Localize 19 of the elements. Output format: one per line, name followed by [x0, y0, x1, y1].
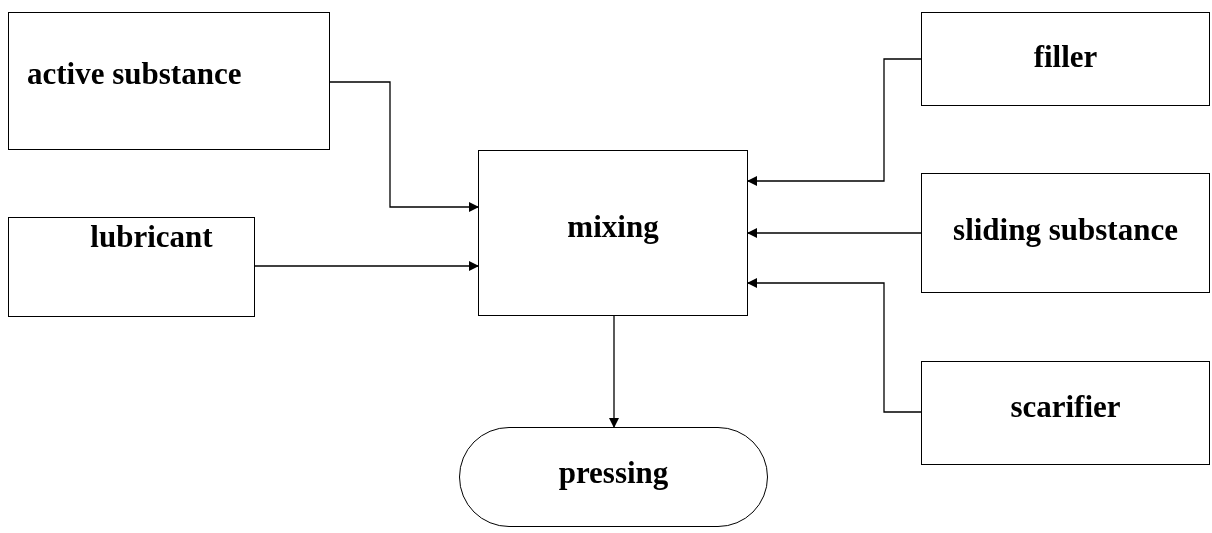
- node-label: scarifier: [1010, 387, 1121, 426]
- process-box: [8, 12, 330, 150]
- arrow: [609, 315, 619, 428]
- arrow: [747, 58, 922, 186]
- process-box: [921, 361, 1210, 465]
- node-label: mixing: [567, 207, 659, 246]
- process-box: [478, 150, 748, 316]
- node-label: lubricant: [90, 218, 213, 256]
- arrow: [329, 81, 479, 212]
- node-label: pressing: [558, 453, 669, 492]
- node-label: sliding substance: [953, 210, 1178, 249]
- process-box: [921, 12, 1210, 106]
- node-label: active substance: [27, 55, 242, 93]
- process-box: [921, 173, 1210, 293]
- process-box: [8, 217, 255, 317]
- arrow: [254, 261, 479, 271]
- arrow: [747, 228, 922, 238]
- node-label: filler: [1033, 37, 1098, 76]
- arrow: [747, 278, 922, 413]
